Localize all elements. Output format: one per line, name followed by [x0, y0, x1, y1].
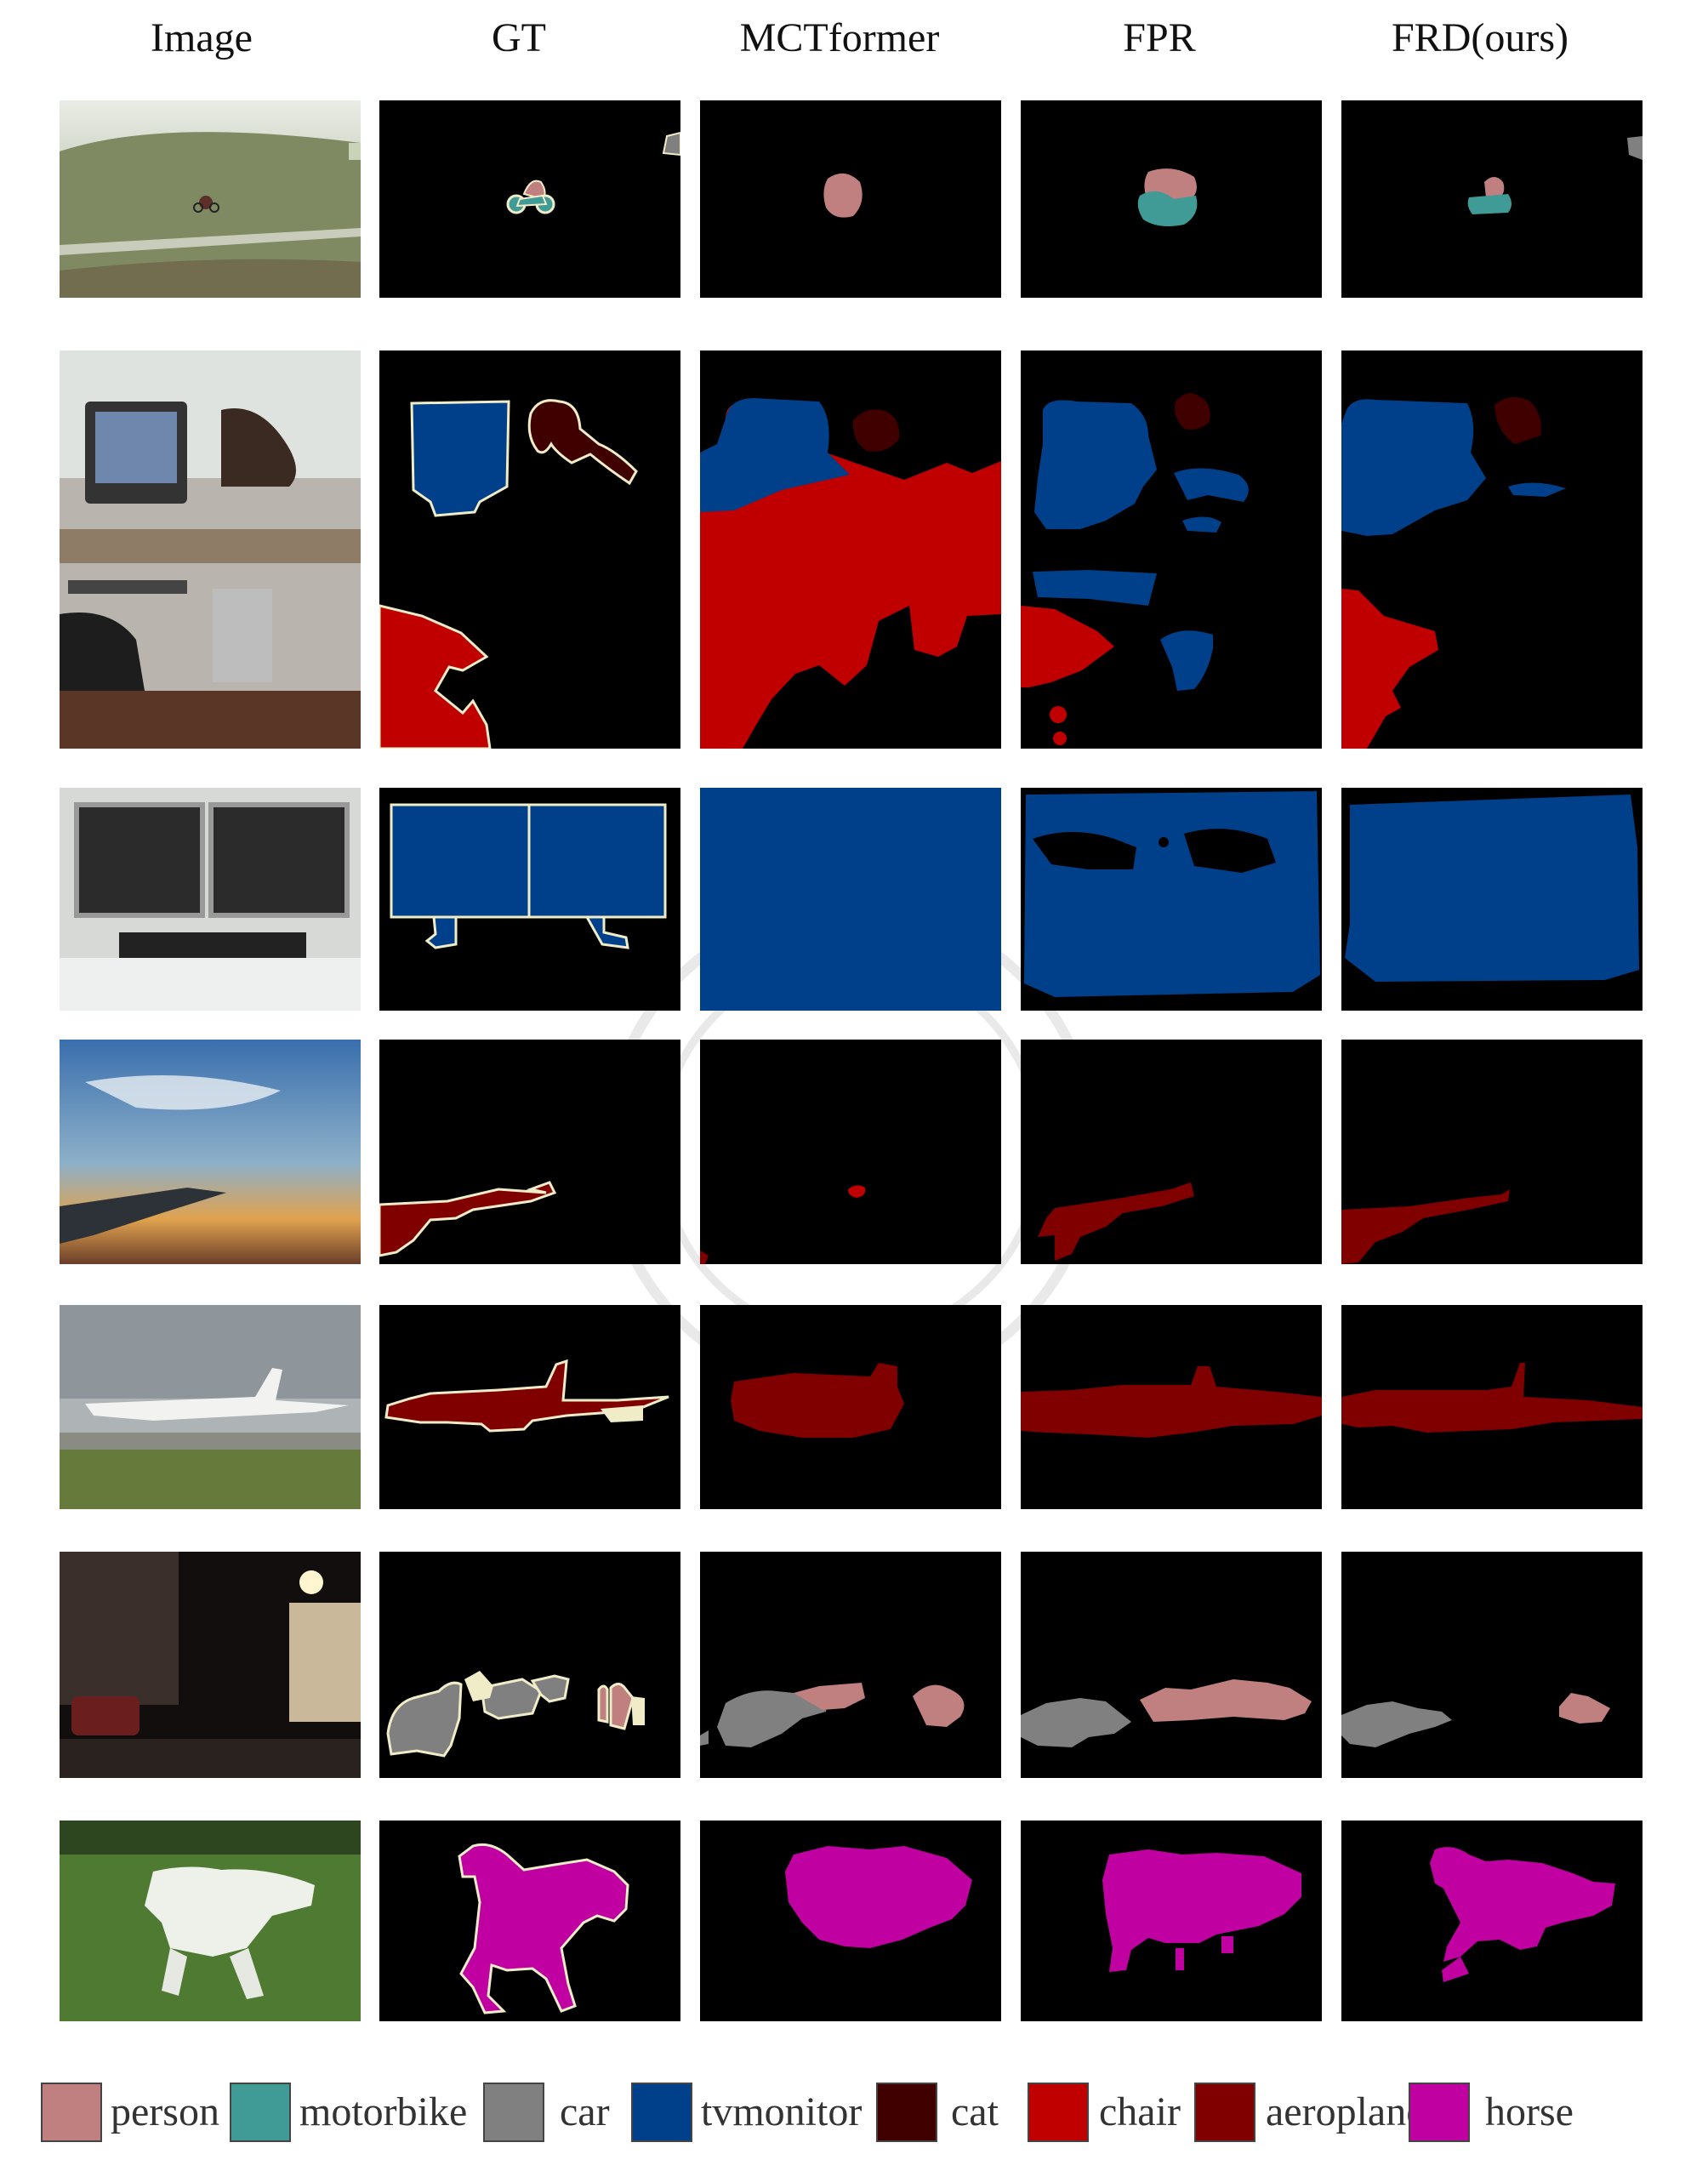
row5-image [60, 1305, 361, 1509]
legend-label-motorbike: motorbike [299, 2089, 468, 2134]
legend-swatch-tvmonitor [631, 2083, 692, 2142]
row7-frd-mask [1341, 1821, 1643, 2021]
legend-swatch-person [41, 2083, 102, 2142]
row1-mctformer-mask [700, 100, 1001, 298]
row3-image [60, 788, 361, 1011]
legend-swatch-horse [1409, 2083, 1470, 2142]
legend-swatch-cat [876, 2083, 937, 2142]
row6-gt-mask [379, 1552, 680, 1778]
row4-image [60, 1040, 361, 1264]
row4-mctformer-mask [700, 1040, 1001, 1264]
row2-frd-mask [1341, 350, 1643, 749]
legend-swatch-aeroplane [1194, 2083, 1255, 2142]
column-header-mctformer: MCTformer [739, 15, 940, 60]
legend-swatch-car [483, 2083, 544, 2142]
row2-gt-mask [379, 350, 680, 749]
legend-swatch-chair [1028, 2083, 1089, 2142]
row5-fpr-mask [1021, 1305, 1322, 1509]
row3-fpr-mask [1021, 788, 1322, 1011]
column-header-image: Image [151, 15, 253, 60]
row6-mctformer-mask [700, 1552, 1001, 1778]
row1-frd-mask [1341, 100, 1643, 298]
row4-frd-mask [1341, 1040, 1643, 1264]
legend-label-cat: cat [951, 2089, 999, 2134]
legend-label-chair: chair [1099, 2089, 1181, 2134]
row2-image [60, 350, 361, 749]
row1-image [60, 100, 361, 298]
column-header-gt: GT [492, 15, 546, 60]
row5-frd-mask [1341, 1305, 1643, 1509]
column-header-frd-ours: FRD(ours) [1391, 15, 1569, 60]
legend-swatch-motorbike [230, 2083, 291, 2142]
row7-mctformer-mask [700, 1821, 1001, 2021]
row7-gt-mask [379, 1821, 680, 2021]
row6-frd-mask [1341, 1552, 1643, 1778]
column-header-fpr: FPR [1123, 15, 1196, 60]
row5-gt-mask [379, 1305, 680, 1509]
row5-mctformer-mask [700, 1305, 1001, 1509]
legend-label-person: person [111, 2089, 219, 2134]
row7-image [60, 1821, 361, 2021]
row3-mctformer-mask [700, 788, 1001, 1011]
row7-fpr-mask [1021, 1821, 1322, 2021]
row2-mctformer-mask [700, 350, 1001, 749]
row3-gt-mask [379, 788, 680, 1011]
legend-label-tvmonitor: tvmonitor [701, 2089, 863, 2134]
row6-image [60, 1552, 361, 1778]
row3-frd-mask [1341, 788, 1643, 1011]
legend-label-horse: horse [1485, 2089, 1574, 2134]
legend-label-car: car [560, 2089, 610, 2134]
row1-fpr-mask [1021, 100, 1322, 298]
row2-fpr-mask [1021, 350, 1322, 749]
row4-gt-mask [379, 1040, 680, 1264]
row1-gt-mask [379, 100, 680, 298]
row4-fpr-mask [1021, 1040, 1322, 1264]
legend-label-aeroplane: aeroplane [1266, 2089, 1425, 2134]
row6-fpr-mask [1021, 1552, 1322, 1778]
